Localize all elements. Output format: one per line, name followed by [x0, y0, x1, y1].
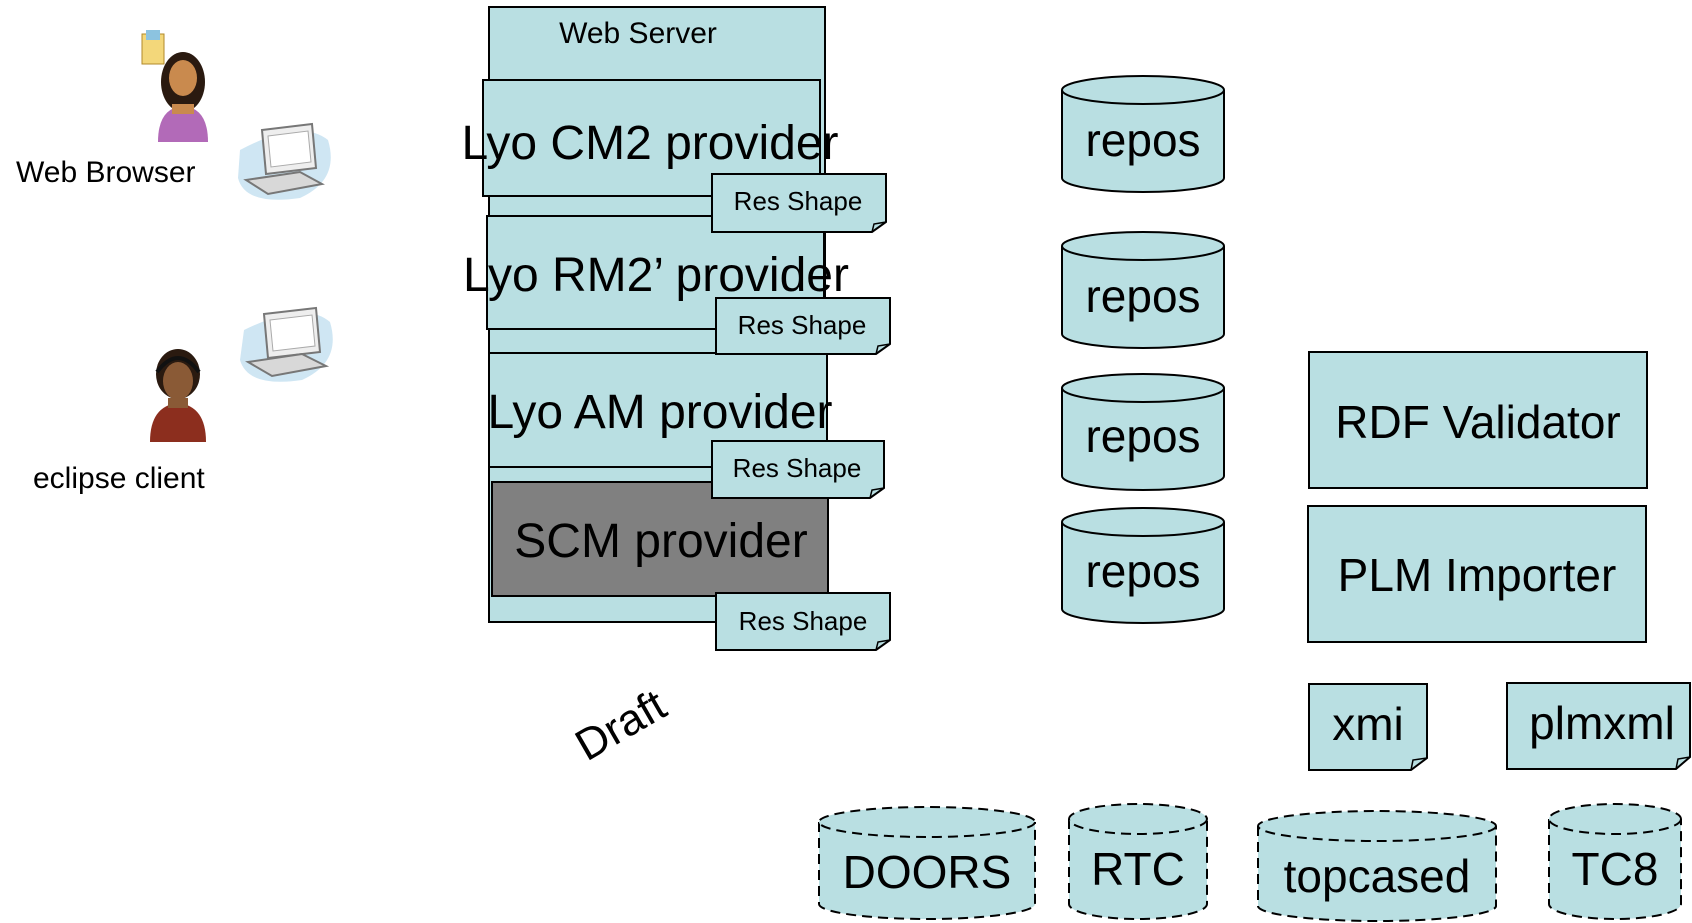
- svg-text:Res Shape: Res Shape: [739, 606, 868, 636]
- svg-text:repos: repos: [1085, 114, 1200, 166]
- user-female-icon: [141, 30, 208, 142]
- tc8-store: TC8: [1548, 803, 1682, 920]
- repos-cylinder: repos: [1061, 373, 1225, 491]
- eclipse-client-label: eclipse client: [33, 462, 205, 495]
- svg-text:DOORS: DOORS: [843, 846, 1012, 898]
- res-shape-note: Res Shape: [715, 297, 891, 355]
- laptop-icon: [238, 122, 331, 200]
- svg-text:RTC: RTC: [1091, 843, 1185, 895]
- laptop-icon: [240, 306, 333, 382]
- web-server: Web Server Lyo CM2 provider Lyo RM2’ pro…: [461, 6, 891, 651]
- svg-text:Res Shape: Res Shape: [733, 453, 862, 483]
- repos-cylinder: repos: [1061, 75, 1225, 193]
- eclipse-client: [150, 306, 333, 442]
- repos-cylinder: repos: [1061, 231, 1225, 349]
- svg-text:RDF Validator: RDF Validator: [1335, 396, 1620, 448]
- web-browser-label: Web Browser: [16, 156, 196, 189]
- svg-text:TC8: TC8: [1572, 843, 1659, 895]
- svg-text:repos: repos: [1085, 410, 1200, 462]
- web-browser-client: [141, 30, 331, 200]
- rtc-store: RTC: [1068, 803, 1208, 920]
- provider-am-label: Lyo AM provider: [487, 386, 832, 439]
- plmxml-document: plmxml: [1506, 682, 1691, 770]
- user-headset-icon: [150, 349, 206, 442]
- doors-store: DOORS: [818, 806, 1036, 920]
- plm-importer-box: PLM Importer: [1307, 505, 1647, 643]
- svg-text:repos: repos: [1085, 270, 1200, 322]
- svg-text:repos: repos: [1085, 545, 1200, 597]
- svg-text:topcased: topcased: [1284, 850, 1471, 902]
- svg-text:Res Shape: Res Shape: [738, 310, 867, 340]
- res-shape-note: Res Shape: [711, 173, 887, 233]
- res-shape-note: Res Shape: [711, 440, 885, 499]
- web-server-title: Web Server: [559, 17, 717, 50]
- provider-rm2: Lyo RM2’ provider: [463, 215, 849, 330]
- provider-cm2-label: Lyo CM2 provider: [461, 117, 838, 170]
- topcased-store: topcased: [1257, 810, 1497, 922]
- svg-text:Res Shape: Res Shape: [734, 186, 863, 216]
- provider-scm: SCM provider: [491, 481, 829, 597]
- xmi-document: xmi: [1308, 683, 1428, 771]
- provider-rm2-label: Lyo RM2’ provider: [463, 249, 849, 302]
- svg-text:xmi: xmi: [1332, 698, 1404, 750]
- draft-watermark: Draft: [567, 680, 674, 770]
- rdf-validator-box: RDF Validator: [1308, 351, 1648, 489]
- svg-text:PLM Importer: PLM Importer: [1338, 549, 1617, 601]
- provider-scm-label: SCM provider: [514, 515, 807, 568]
- repos-cylinder: repos: [1061, 507, 1225, 624]
- svg-text:plmxml: plmxml: [1529, 697, 1675, 749]
- provider-am: Lyo AM provider: [487, 352, 833, 468]
- res-shape-note: Res Shape: [715, 592, 891, 651]
